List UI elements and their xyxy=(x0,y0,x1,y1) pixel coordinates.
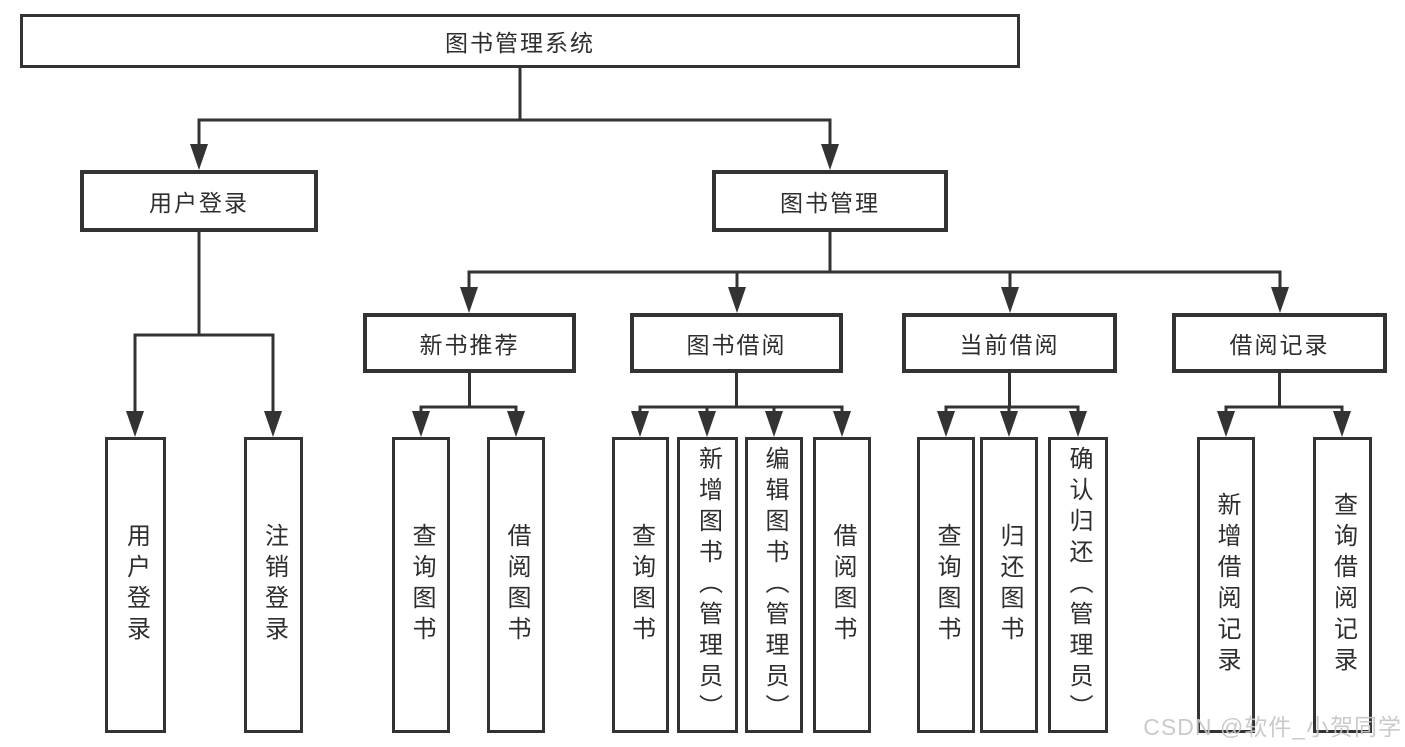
leaf-cb-confirm-return-admin-label: 确认归还（管理员） xyxy=(1065,445,1092,725)
leaf-cb-return-books-label: 归还图书 xyxy=(996,523,1023,647)
leaf-bb-query-books: 查询图书 xyxy=(612,437,669,733)
arrow-down-icon xyxy=(507,411,525,437)
leaf-bb-edit-books-admin-label: 编辑图书（管理员） xyxy=(761,445,788,725)
arrow-down-icon xyxy=(821,144,839,170)
arrow-down-icon xyxy=(460,287,478,313)
leaf-br-add-record-label: 新增借阅记录 xyxy=(1213,492,1240,678)
leaf-bb-add-books-admin-label: 新增图书（管理员） xyxy=(694,445,722,725)
leaf-cb-query-books: 查询图书 xyxy=(917,437,975,733)
arrow-down-icon xyxy=(1271,287,1289,313)
node-book-borrowing: 图书借阅 xyxy=(630,313,843,373)
leaf-logout-label: 注销登录 xyxy=(260,523,288,647)
leaf-user-login-label: 用户登录 xyxy=(122,523,150,647)
leaf-bb-borrow-books-label: 借阅图书 xyxy=(829,523,856,647)
leaf-bb-edit-books-admin: 编辑图书（管理员） xyxy=(745,437,803,733)
arrow-down-icon xyxy=(1000,411,1018,437)
node-current-borrowing-label: 当前借阅 xyxy=(959,332,1060,358)
leaf-user-login: 用户登录 xyxy=(105,437,166,733)
arrow-down-icon xyxy=(190,144,208,170)
leaf-nbr-query-books-label: 查询图书 xyxy=(408,523,435,647)
leaf-cb-return-books: 归还图书 xyxy=(980,437,1038,733)
leaf-cb-query-books-label: 查询图书 xyxy=(933,523,960,647)
leaf-nbr-query-books: 查询图书 xyxy=(392,437,450,733)
leaf-bb-borrow-books: 借阅图书 xyxy=(813,437,871,733)
watermark: CSDN @软件_小贺同学 xyxy=(1143,714,1402,740)
arrowheads-group xyxy=(126,144,1351,437)
node-new-book-recommend: 新书推荐 xyxy=(363,313,576,373)
arrow-down-icon xyxy=(1217,411,1235,437)
node-book-management-label: 图书管理 xyxy=(780,190,880,216)
leaf-br-query-record-label: 查询借阅记录 xyxy=(1329,492,1357,678)
arrow-down-icon xyxy=(264,411,282,437)
arrow-down-icon xyxy=(833,411,851,437)
leaf-br-query-record: 查询借阅记录 xyxy=(1313,437,1372,733)
node-user-login: 用户登录 xyxy=(80,170,318,232)
node-user-login-label: 用户登录 xyxy=(149,190,249,216)
leaf-br-add-record: 新增借阅记录 xyxy=(1197,437,1255,733)
leaf-cb-confirm-return-admin: 确认归还（管理员） xyxy=(1048,437,1108,733)
node-current-borrowing: 当前借阅 xyxy=(902,313,1117,373)
node-book-management: 图书管理 xyxy=(712,170,948,232)
arrow-down-icon xyxy=(412,411,430,437)
arrow-down-icon xyxy=(126,411,144,437)
arrow-down-icon xyxy=(1069,411,1087,437)
node-new-book-recommend-label: 新书推荐 xyxy=(419,332,520,358)
connector-lines xyxy=(133,68,1344,414)
arrow-down-icon xyxy=(1001,287,1019,313)
leaf-bb-add-books-admin: 新增图书（管理员） xyxy=(677,437,738,733)
node-root-label: 图书管理系统 xyxy=(445,30,595,56)
arrow-down-icon xyxy=(1333,411,1351,437)
arrow-down-icon xyxy=(728,287,746,313)
arrow-down-icon xyxy=(631,411,649,437)
arrow-down-icon xyxy=(698,411,716,437)
node-book-borrowing-label: 图书借阅 xyxy=(686,332,787,358)
leaf-bb-query-books-label: 查询图书 xyxy=(627,523,655,647)
arrow-down-icon xyxy=(937,411,955,437)
leaf-nbr-borrow-books-label: 借阅图书 xyxy=(503,523,530,647)
node-borrowing-records-label: 借阅记录 xyxy=(1229,332,1330,358)
arrow-down-icon xyxy=(765,411,783,437)
leaf-nbr-borrow-books: 借阅图书 xyxy=(487,437,545,733)
node-root: 图书管理系统 xyxy=(20,14,1020,68)
node-borrowing-records: 借阅记录 xyxy=(1172,313,1387,373)
leaf-logout: 注销登录 xyxy=(244,437,303,733)
